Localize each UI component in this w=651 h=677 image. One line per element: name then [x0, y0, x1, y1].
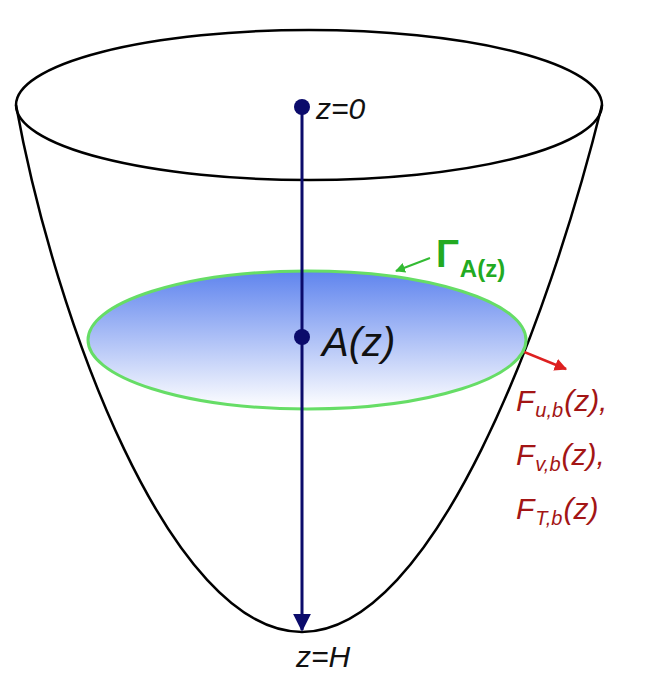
- axis-label: z=H: [296, 642, 350, 672]
- flux-label: F: [516, 440, 534, 470]
- boundary-label: Γ: [436, 235, 459, 273]
- flux-label: F: [516, 386, 534, 416]
- basin-rim: [16, 30, 602, 180]
- flux-label: (z),: [564, 386, 607, 416]
- cross-section-area: A(z): [85, 268, 529, 412]
- flux-subscript: T,b: [535, 508, 562, 528]
- axis-dot: [294, 99, 310, 115]
- cross-section-shape: [85, 268, 529, 412]
- flux-subscript: v,b: [535, 454, 560, 474]
- basin-wall: [16, 105, 602, 632]
- axis-label: z=0: [316, 94, 365, 124]
- boundary-leader: [396, 258, 430, 271]
- flux-label: (z): [563, 494, 598, 524]
- flux-label: (z),: [562, 440, 605, 470]
- flux-subscript: u,b: [535, 400, 563, 420]
- flux-label: F: [516, 494, 534, 524]
- area-label: A(z): [322, 322, 395, 362]
- cross-section-ellipse: [88, 271, 526, 409]
- boundary-subscript: A(z): [460, 257, 505, 281]
